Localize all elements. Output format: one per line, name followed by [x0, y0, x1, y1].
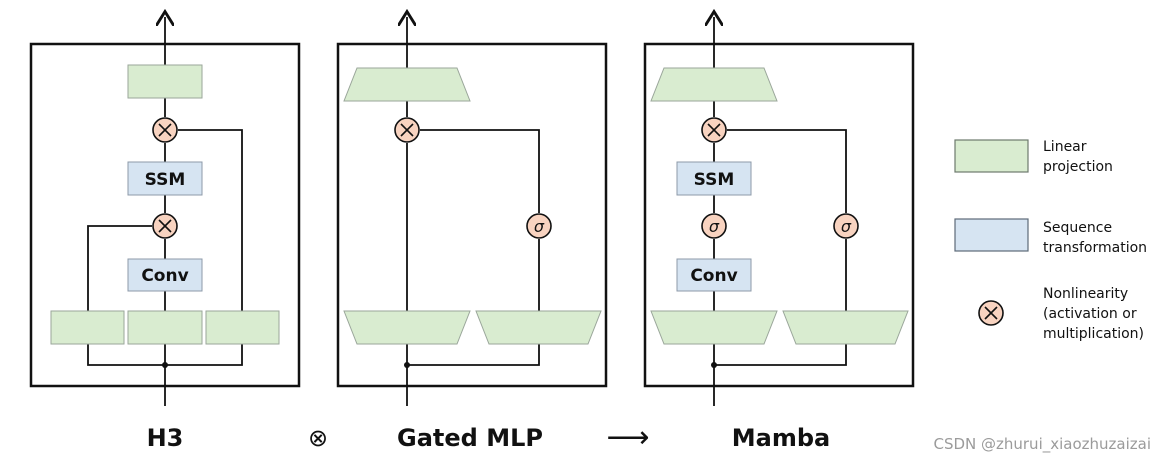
mamba-junction-dot [711, 362, 717, 368]
mamba-frame [643, 42, 915, 388]
h3-multiply-lower [152, 213, 178, 239]
gated-mlp-title: Gated MLP [397, 424, 543, 452]
legend-sequence-transformation-swatch [954, 218, 1029, 252]
legend-linear-projection-swatch [954, 139, 1029, 173]
mamba-sigma-activation-gate: σ [833, 213, 859, 239]
gated-mlp-wires [407, 17, 540, 406]
mamba-ssm-box [676, 161, 752, 196]
gated-mlp-block: σ [336, 17, 608, 406]
legend-nonlinearity-icon [978, 300, 1004, 326]
h3-linear-projection-top [127, 64, 203, 99]
mamba-sigma-label-gate: σ [841, 217, 852, 236]
transition-arrow: ⟶ [606, 420, 649, 455]
gated-mlp-sigma-activation: σ [526, 213, 552, 239]
gated-mlp-junction-dot [404, 362, 410, 368]
mamba-conv-label: Conv [690, 266, 737, 286]
h3-conv-label: Conv [141, 266, 188, 286]
h3-block: SSM Conv [29, 17, 301, 406]
gated-mlp-down-projection [343, 67, 471, 102]
mamba-ssm-label: SSM [694, 170, 735, 190]
h3-ssm-box [127, 161, 203, 196]
legend-linear-projection-label: Linear projection [1043, 139, 1113, 175]
legend-sequence-transformation-label: Sequence transformation [1043, 220, 1147, 256]
mamba-block: SSM Conv σ σ [643, 17, 915, 406]
mamba-sigma-label-main: σ [709, 217, 720, 236]
h3-linear-projection-left [50, 310, 125, 345]
h3-title: H3 [147, 424, 184, 452]
mamba-up-projection-right [782, 310, 909, 345]
h3-multiply-upper [152, 117, 178, 143]
mamba-multiply [701, 117, 727, 143]
h3-junction-dot [162, 362, 168, 368]
mamba-wires [714, 17, 847, 406]
legend: Linear projection Sequence transformatio… [954, 139, 1147, 342]
h3-conv-box [127, 258, 203, 292]
mamba-title: Mamba [732, 424, 830, 452]
mamba-sigma-activation-main: σ [701, 213, 727, 239]
h3-ssm-label: SSM [145, 170, 186, 190]
mamba-down-projection [650, 67, 778, 102]
combine-operator: ⊗ [308, 424, 328, 452]
watermark: CSDN @zhurui_xiaozhuzaizai [933, 435, 1151, 454]
gated-mlp-up-projection-right [475, 310, 602, 345]
h3-wires [87, 17, 243, 406]
gated-mlp-up-projection-left [343, 310, 471, 345]
gated-mlp-multiply [394, 117, 420, 143]
legend-nonlinearity-label: Nonlinearity (activation or multiplicati… [1043, 286, 1144, 342]
mamba-conv-box [676, 258, 752, 292]
h3-linear-projection-middle [127, 310, 203, 345]
gated-mlp-sigma-label: σ [534, 217, 545, 236]
gated-mlp-frame [336, 42, 608, 388]
mamba-up-projection-left [650, 310, 778, 345]
h3-linear-projection-right [205, 310, 280, 345]
